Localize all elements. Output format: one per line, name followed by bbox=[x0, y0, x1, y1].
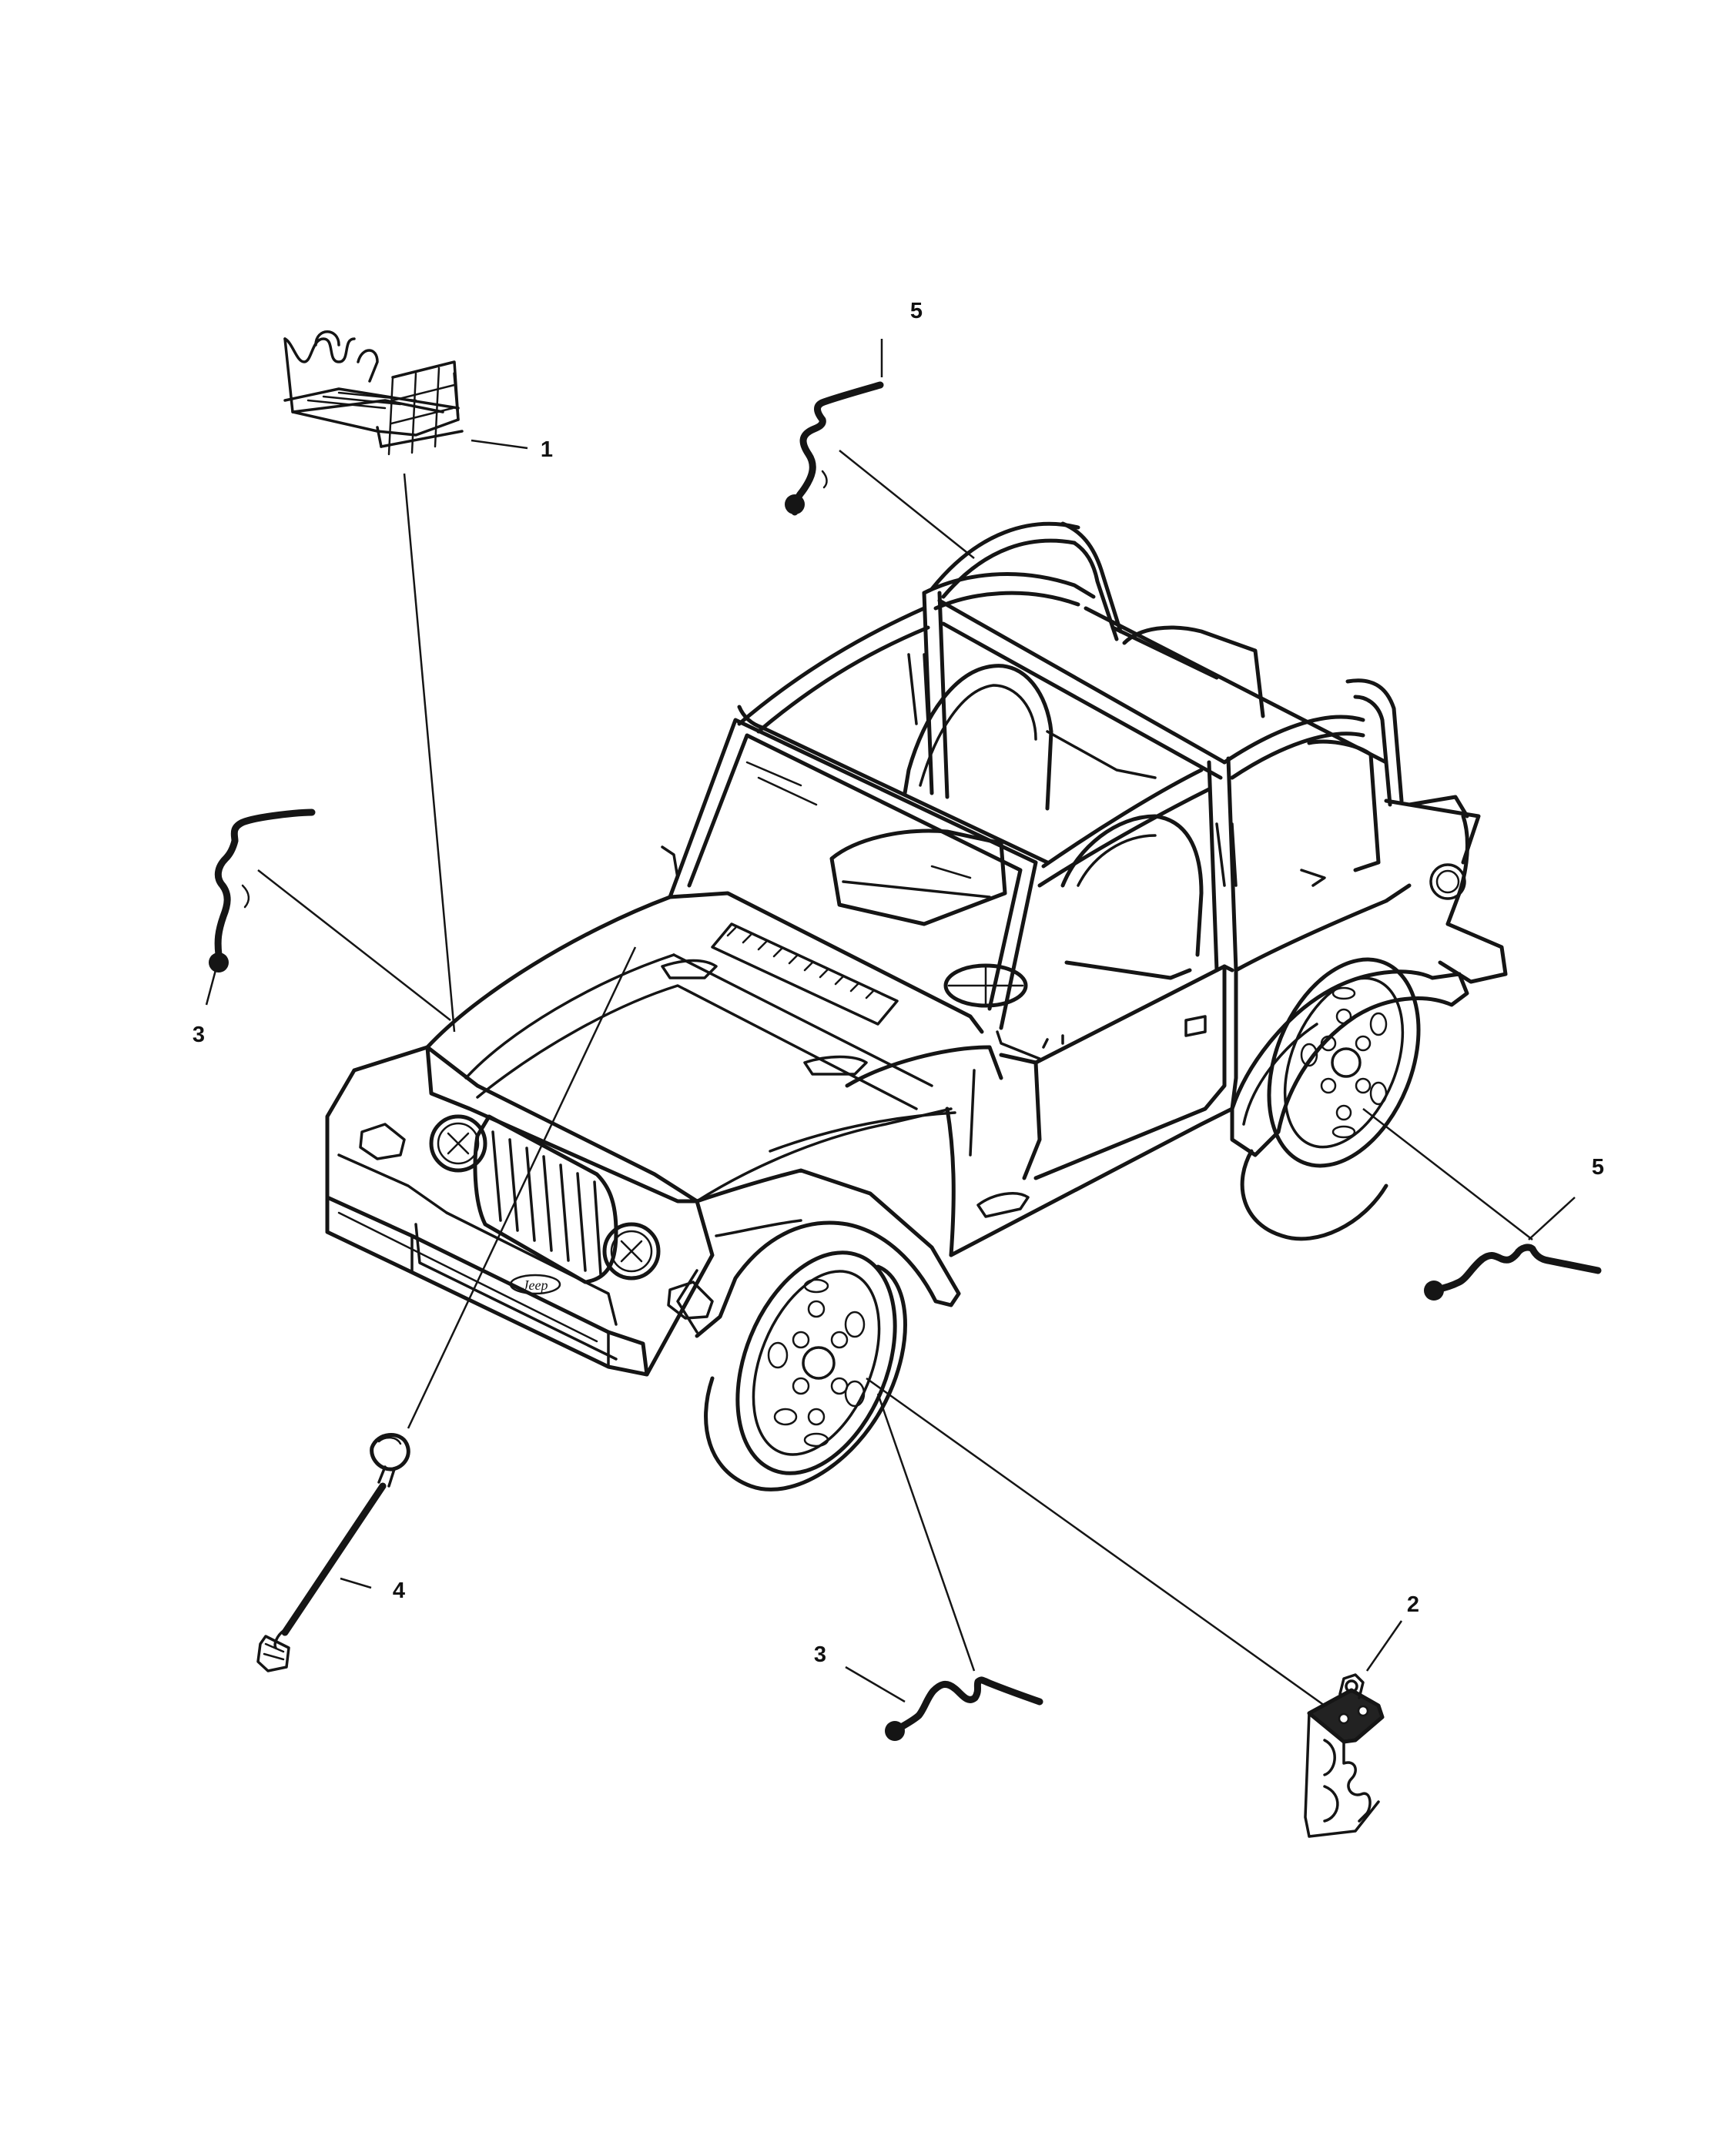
part-5-sensor-wire-lower bbox=[1424, 1244, 1602, 1301]
part-3-sensor-wire-lower bbox=[885, 1676, 1043, 1741]
rear-body bbox=[1234, 795, 1508, 984]
svg-text:Jeep: Jeep bbox=[523, 1277, 548, 1293]
callout-1: 1 bbox=[541, 437, 553, 462]
callout-3-upper-left: 3 bbox=[193, 1023, 205, 1047]
grille bbox=[473, 1114, 618, 1284]
part-3-sensor-wire-upper bbox=[209, 808, 316, 973]
rear-seat bbox=[1046, 625, 1381, 872]
part-4-oxygen-sensor bbox=[256, 1433, 410, 1672]
headlamp-left bbox=[429, 1114, 487, 1173]
part-5-sensor-wire-upper bbox=[785, 381, 884, 516]
callout-2: 2 bbox=[1407, 1592, 1419, 1617]
leader-lines bbox=[205, 339, 1576, 1707]
callout-5-upper: 5 bbox=[910, 299, 923, 323]
vehicle-illustration: Jeep bbox=[325, 521, 1508, 1491]
callout-4: 4 bbox=[393, 1578, 405, 1603]
part-2-sensor-bracket bbox=[1304, 1673, 1385, 1838]
turn-signal-right bbox=[667, 1281, 714, 1320]
roll-cage bbox=[737, 521, 1404, 973]
body-side bbox=[945, 964, 1238, 1257]
callout-labels: 1 2 3 3 4 5 5 bbox=[193, 299, 1604, 1667]
turn-signal-left bbox=[359, 1123, 406, 1160]
brand-badge: Jeep bbox=[509, 1274, 561, 1295]
cowl-vents bbox=[661, 922, 899, 1076]
part-1-control-module bbox=[283, 330, 464, 456]
headlamp-right bbox=[602, 1222, 661, 1281]
callout-5-right: 5 bbox=[1592, 1155, 1604, 1180]
front-seat-passenger bbox=[1060, 814, 1204, 980]
front-wheel bbox=[704, 1250, 907, 1491]
rear-wheel bbox=[1240, 957, 1421, 1241]
front-seat-driver bbox=[829, 664, 1053, 926]
callout-3-lower: 3 bbox=[814, 1642, 826, 1667]
front-fender bbox=[676, 1168, 961, 1338]
hood bbox=[425, 891, 1003, 1204]
windshield bbox=[661, 705, 1050, 1030]
